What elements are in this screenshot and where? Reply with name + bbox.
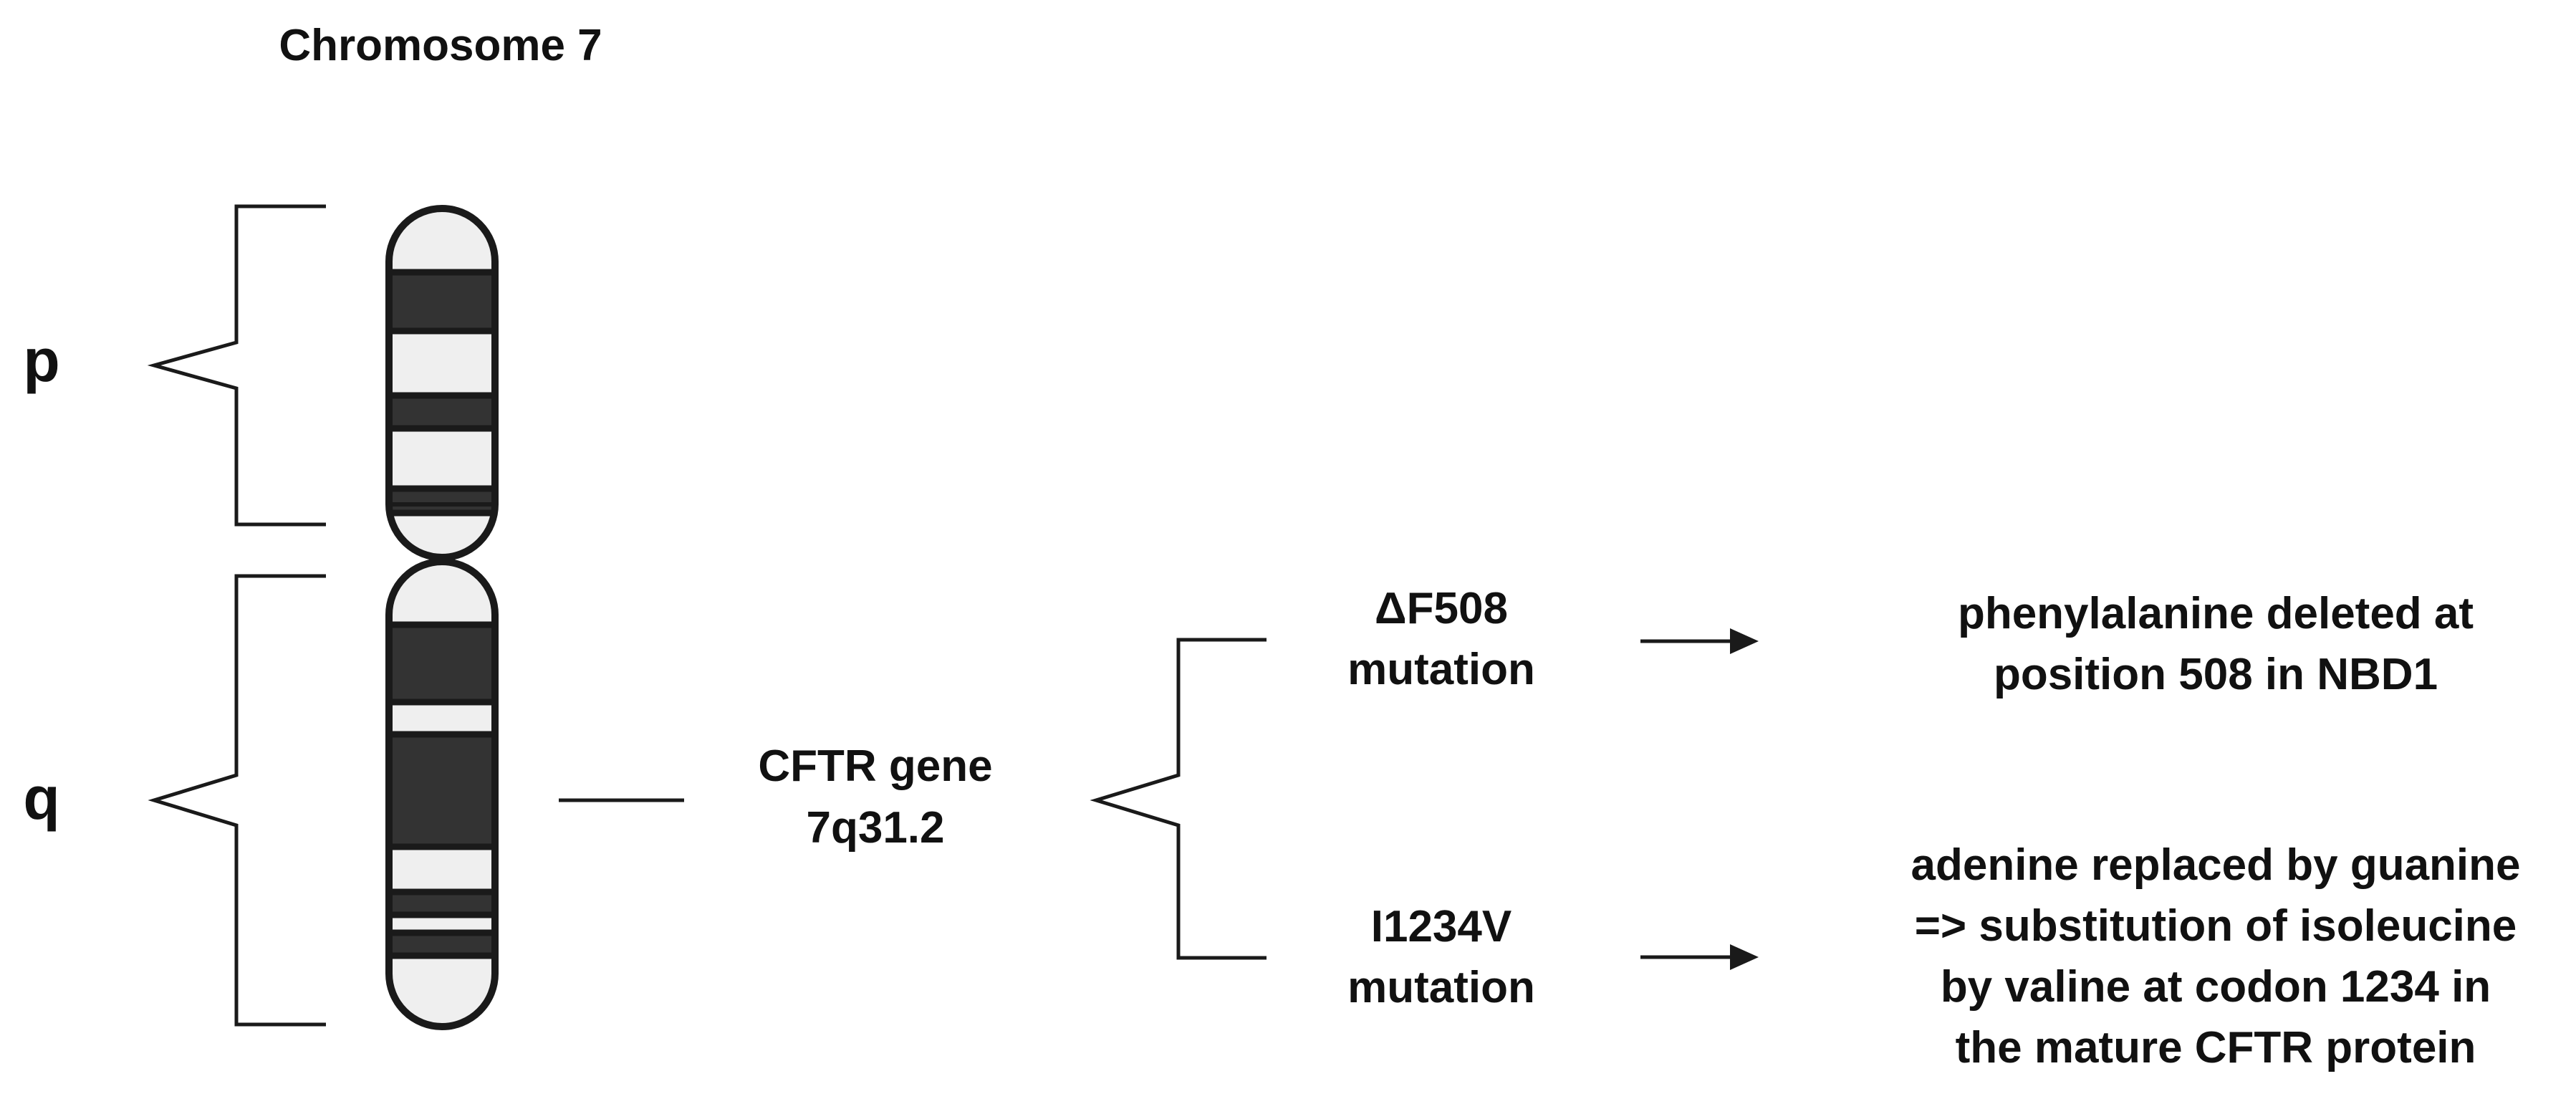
gene-locus-label: 7q31.2 [806, 803, 944, 853]
effect-2-line-3: by valine at codon 1234 in [1941, 962, 2491, 1012]
q-band-1 [389, 621, 495, 706]
p-band-2 [389, 392, 495, 432]
mutation-1-name: ΔF508 [1375, 584, 1508, 633]
p-arm-label: p [23, 327, 59, 394]
q-band-3 [389, 888, 495, 918]
arrow-1 [1640, 628, 1759, 654]
q-arm-label: q [23, 764, 59, 832]
chromosome-p-arm [385, 205, 499, 561]
effect-2-line-1: adenine replaced by guanine [1911, 840, 2520, 890]
q-band-2 [389, 731, 495, 850]
p-band-1 [389, 269, 495, 335]
gene-name-label: CFTR gene [758, 741, 992, 791]
p-band-3 [389, 485, 495, 517]
q-band-4 [389, 929, 495, 959]
diagram-title: Chromosome 7 [279, 21, 602, 70]
q-arm-bracket [148, 574, 326, 1027]
p-arm-bracket [147, 204, 326, 527]
chromosome-q-arm [385, 558, 499, 1030]
effect-2-line-2: => substitution of isoleucine [1915, 901, 2517, 951]
mutation-bracket [1090, 638, 1267, 960]
arrow-2 [1640, 944, 1759, 970]
mutation-2-name: I1234V [1371, 902, 1512, 951]
mutation-1-label: mutation [1347, 645, 1535, 694]
effect-1-line-2: position 508 in NBD1 [1994, 650, 2438, 699]
effect-1-line-1: phenylalanine deleted at [1958, 589, 2474, 638]
effect-2-line-4: the mature CFTR protein [1956, 1023, 2476, 1072]
mutation-2-label: mutation [1347, 963, 1535, 1012]
